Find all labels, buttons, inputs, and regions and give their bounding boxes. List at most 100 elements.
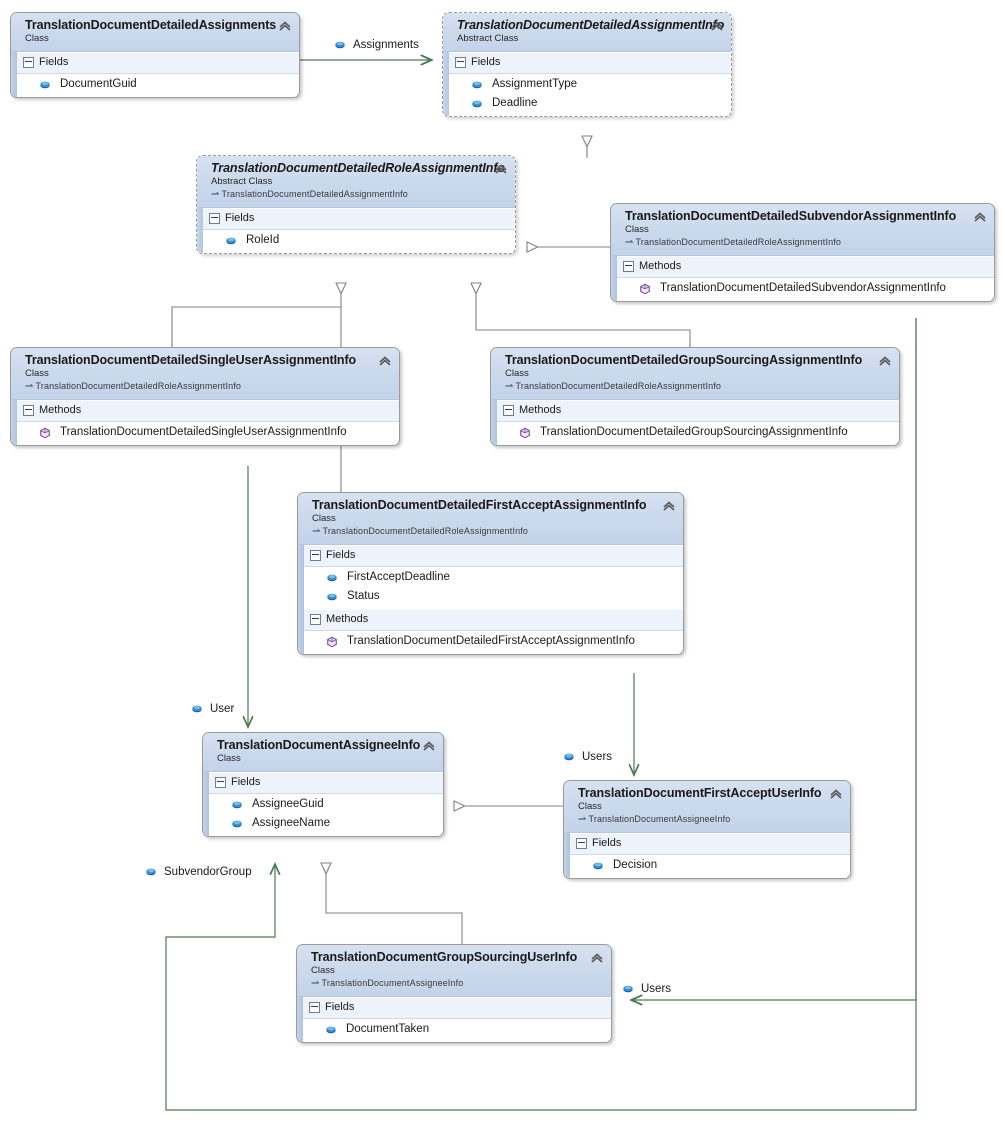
compartment-header-fields[interactable]: Fields bbox=[564, 833, 850, 855]
class-header: TranslationDocumentAssigneeInfo Class bbox=[203, 733, 443, 772]
field-icon bbox=[622, 983, 634, 995]
compartment-header-methods[interactable]: Methods bbox=[491, 400, 899, 422]
member-label: AssigneeName bbox=[252, 817, 330, 829]
compartment-label: Methods bbox=[639, 260, 682, 272]
member-row[interactable]: DocumentTaken bbox=[297, 1020, 611, 1039]
class-node-detailed-first-accept-assignment-info[interactable]: TranslationDocumentDetailedFirstAcceptAs… bbox=[297, 492, 684, 655]
expander-minus-icon[interactable] bbox=[310, 550, 321, 561]
class-node-detailed-group-sourcing-assignment-info[interactable]: TranslationDocumentDetailedGroupSourcing… bbox=[490, 347, 900, 446]
compartment-header-fields[interactable]: Fields bbox=[197, 208, 515, 230]
class-node-assignee-info[interactable]: TranslationDocumentAssigneeInfo Class Fi… bbox=[202, 732, 444, 837]
collapse-chevron-icon[interactable] bbox=[878, 354, 892, 368]
field-icon bbox=[326, 572, 338, 584]
class-header: TranslationDocumentDetailedAssignmentInf… bbox=[443, 13, 731, 52]
compartment-header-methods[interactable]: Methods bbox=[611, 256, 994, 278]
field-icon bbox=[231, 818, 243, 830]
association-label-subvendorgroup[interactable]: SubvendorGroup bbox=[145, 866, 252, 878]
compartment-header-fields[interactable]: Fields bbox=[203, 772, 443, 794]
class-header: TranslationDocumentDetailedFirstAcceptAs… bbox=[298, 493, 683, 545]
expander-minus-icon[interactable] bbox=[309, 1002, 320, 1013]
member-row[interactable]: Deadline bbox=[443, 94, 731, 113]
class-kind: Class bbox=[312, 513, 336, 524]
expander-minus-icon[interactable] bbox=[215, 777, 226, 788]
class-title: TranslationDocumentFirstAcceptUserInfo bbox=[578, 786, 822, 800]
association-label-users-firstaccept[interactable]: Users bbox=[563, 751, 612, 763]
member-list: TranslationDocumentDetailedSubvendorAssi… bbox=[611, 278, 994, 301]
base-type-arrow-icon: ⇀ bbox=[211, 189, 220, 200]
class-node-detailed-assignments[interactable]: TranslationDocumentDetailedAssignments C… bbox=[10, 12, 300, 98]
expander-minus-icon[interactable] bbox=[623, 261, 634, 272]
compartment-header-fields[interactable]: Fields bbox=[11, 52, 299, 74]
member-label: TranslationDocumentDetailedSubvendorAssi… bbox=[660, 282, 946, 294]
method-icon bbox=[326, 636, 338, 648]
association-label-user[interactable]: User bbox=[191, 703, 234, 715]
class-kind: Class bbox=[25, 368, 49, 379]
member-row[interactable]: Decision bbox=[564, 856, 850, 875]
base-type-label: TranslationDocumentDetailedRoleAssignmen… bbox=[635, 237, 842, 247]
member-row[interactable]: AssigneeGuid bbox=[203, 795, 443, 814]
member-row[interactable]: FirstAcceptDeadline bbox=[298, 568, 683, 587]
expander-minus-icon[interactable] bbox=[455, 57, 466, 68]
expander-minus-icon[interactable] bbox=[23, 405, 34, 416]
compartment-header-fields[interactable]: Fields bbox=[298, 545, 683, 567]
field-icon bbox=[145, 866, 157, 878]
member-list: RoleId bbox=[197, 230, 515, 253]
compartment-header-methods[interactable]: Methods bbox=[298, 609, 683, 631]
class-title: TranslationDocumentDetailedAssignmentInf… bbox=[457, 18, 725, 32]
association-label-users-groupsourcing[interactable]: Users bbox=[622, 983, 671, 995]
member-row[interactable]: TranslationDocumentDetailedGroupSourcing… bbox=[491, 423, 899, 442]
member-row[interactable]: TranslationDocumentDetailedFirstAcceptAs… bbox=[298, 632, 683, 651]
member-list: AssignmentType Deadline bbox=[443, 74, 731, 116]
member-row[interactable]: RoleId bbox=[197, 231, 515, 250]
compartment-label: Fields bbox=[592, 837, 622, 849]
expander-minus-icon[interactable] bbox=[503, 405, 514, 416]
collapse-chevron-icon[interactable] bbox=[378, 354, 392, 368]
expander-minus-icon[interactable] bbox=[23, 57, 34, 68]
class-title: TranslationDocumentDetailedRoleAssignmen… bbox=[211, 161, 505, 175]
collapse-chevron-icon[interactable] bbox=[973, 210, 987, 224]
collapse-chevron-icon[interactable] bbox=[422, 739, 436, 753]
compartment-header-methods[interactable]: Methods bbox=[11, 400, 399, 422]
class-title: TranslationDocumentAssigneeInfo bbox=[217, 738, 421, 752]
association-label-assignments[interactable]: Assignments bbox=[334, 39, 419, 51]
class-header: TranslationDocumentFirstAcceptUserInfo C… bbox=[564, 781, 850, 833]
collapse-chevron-icon[interactable] bbox=[710, 19, 724, 33]
class-title: TranslationDocumentDetailedFirstAcceptAs… bbox=[312, 498, 647, 512]
member-row[interactable]: TranslationDocumentDetailedSubvendorAssi… bbox=[611, 279, 994, 298]
base-type-arrow-icon: ⇀ bbox=[312, 526, 321, 537]
member-row[interactable]: AssigneeName bbox=[203, 814, 443, 833]
base-type-row: ⇀TranslationDocumentAssigneeInfo bbox=[578, 813, 826, 826]
compartment-header-fields[interactable]: Fields bbox=[443, 52, 731, 74]
base-type-label: TranslationDocumentDetailedAssignmentInf… bbox=[221, 189, 408, 199]
collapse-chevron-icon[interactable] bbox=[494, 162, 508, 176]
member-row[interactable]: DocumentGuid bbox=[11, 75, 299, 94]
member-row[interactable]: TranslationDocumentDetailedSingleUserAss… bbox=[11, 423, 399, 442]
collapse-chevron-icon[interactable] bbox=[829, 787, 843, 801]
expander-minus-icon[interactable] bbox=[310, 614, 321, 625]
class-node-detailed-subvendor-assignment-info[interactable]: TranslationDocumentDetailedSubvendorAssi… bbox=[610, 203, 995, 302]
base-type-row: ⇀TranslationDocumentDetailedRoleAssignme… bbox=[312, 525, 659, 538]
association-label-text: User bbox=[210, 703, 235, 715]
method-icon bbox=[519, 427, 531, 439]
expander-minus-icon[interactable] bbox=[576, 838, 587, 849]
collapse-chevron-icon[interactable] bbox=[278, 19, 292, 33]
compartment-label: Fields bbox=[39, 56, 69, 68]
compartment-label: Fields bbox=[231, 776, 261, 788]
collapse-chevron-icon[interactable] bbox=[590, 951, 604, 965]
class-node-detailed-role-assignment-info[interactable]: TranslationDocumentDetailedRoleAssignmen… bbox=[196, 155, 516, 254]
collapse-chevron-icon[interactable] bbox=[662, 499, 676, 513]
field-icon bbox=[231, 799, 243, 811]
member-list: FirstAcceptDeadline Status bbox=[298, 567, 683, 609]
class-header: TranslationDocumentDetailedSubvendorAssi… bbox=[611, 204, 994, 256]
class-kind: Class bbox=[578, 801, 602, 812]
class-node-group-sourcing-user-info[interactable]: TranslationDocumentGroupSourcingUserInfo… bbox=[296, 944, 612, 1043]
compartment-header-fields[interactable]: Fields bbox=[297, 997, 611, 1019]
expander-minus-icon[interactable] bbox=[209, 213, 220, 224]
class-node-first-accept-user-info[interactable]: TranslationDocumentFirstAcceptUserInfo C… bbox=[563, 780, 851, 879]
class-node-detailed-assignment-info[interactable]: TranslationDocumentDetailedAssignmentInf… bbox=[442, 12, 732, 117]
class-node-detailed-single-user-assignment-info[interactable]: TranslationDocumentDetailedSingleUserAss… bbox=[10, 347, 400, 446]
member-row[interactable]: Status bbox=[298, 587, 683, 606]
member-row[interactable]: AssignmentType bbox=[443, 75, 731, 94]
class-kind: Abstract Class bbox=[211, 176, 273, 187]
